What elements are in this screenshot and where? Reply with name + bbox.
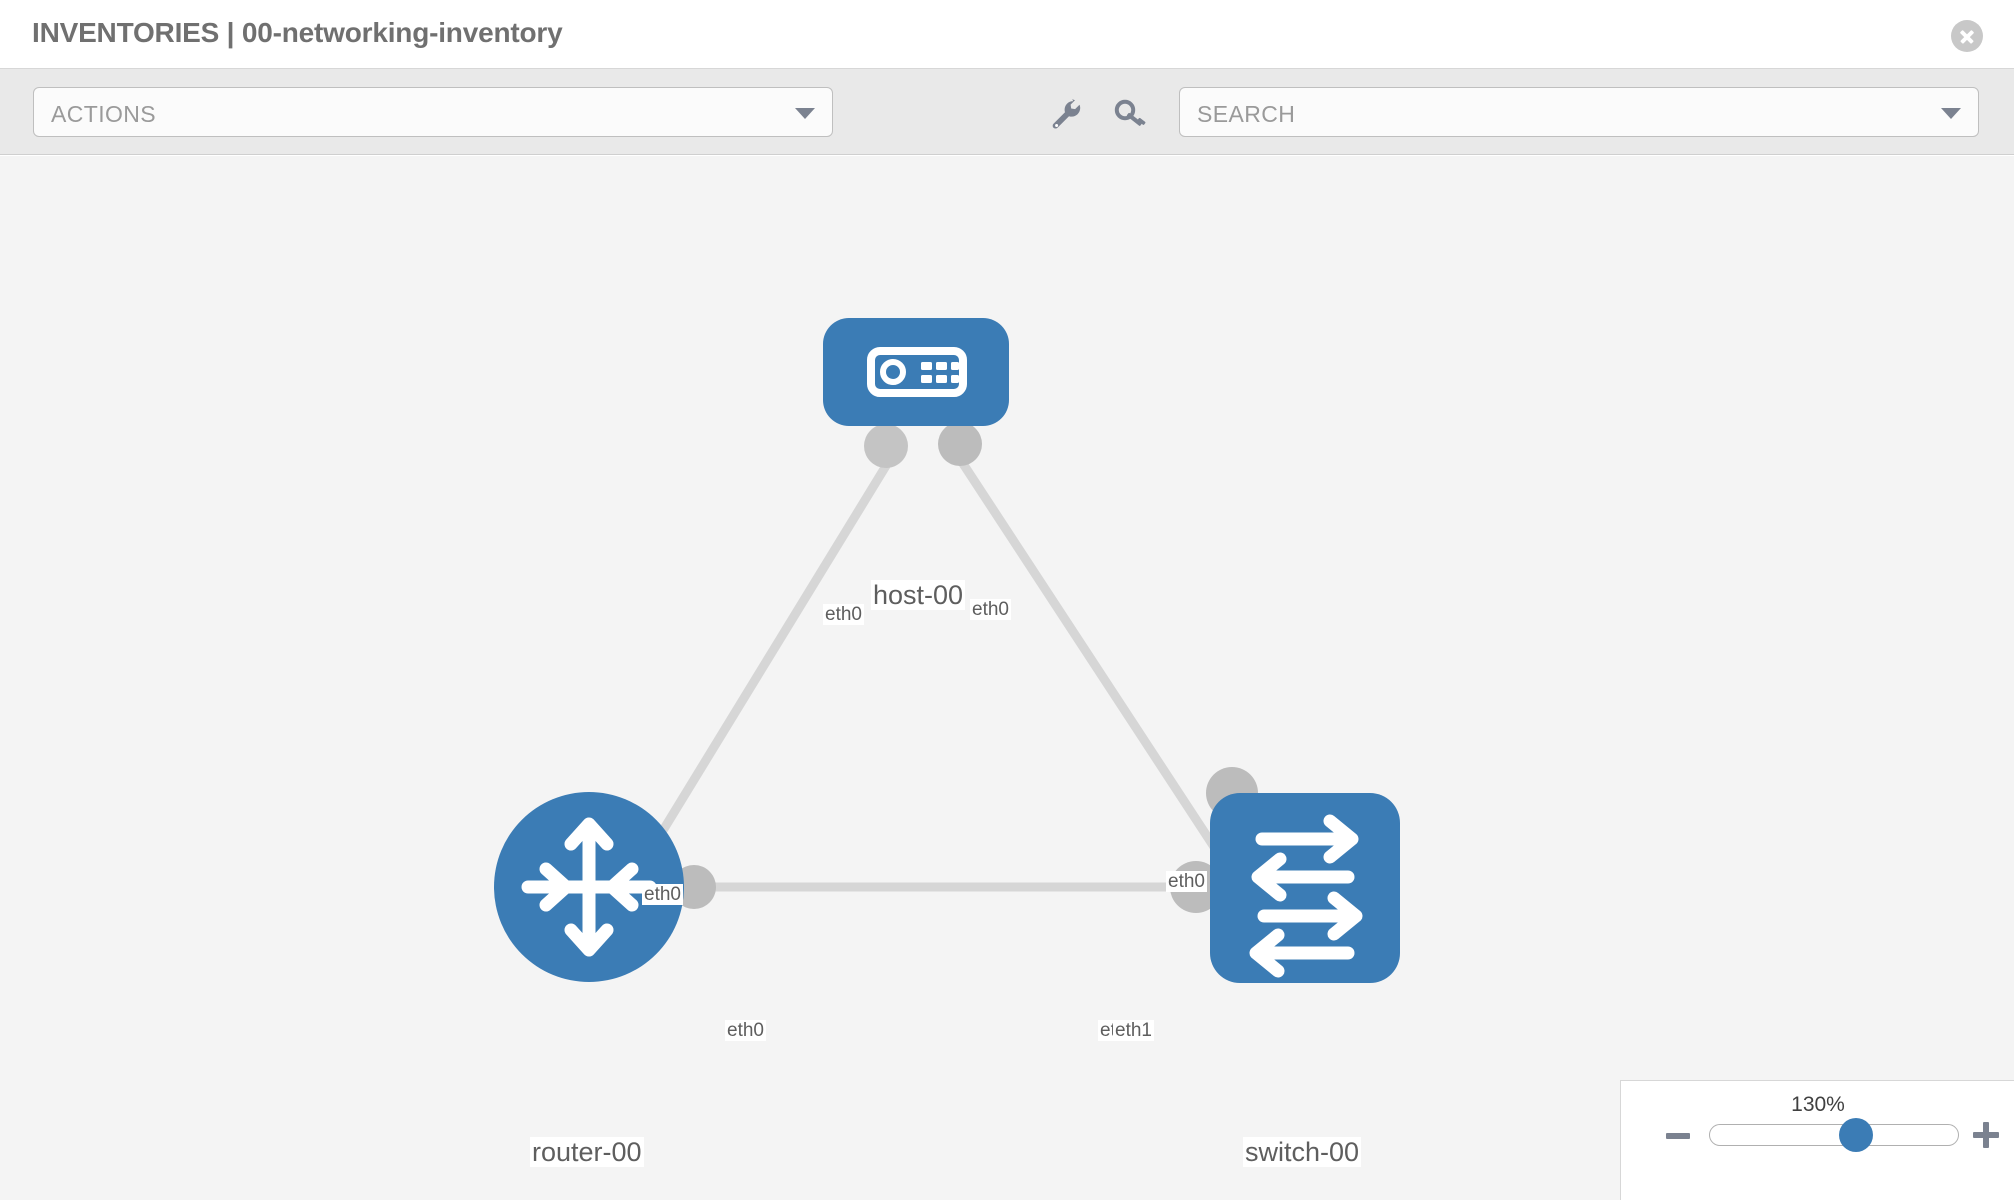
node-label-host-00: host-00 — [871, 580, 966, 611]
key-icon[interactable] — [1114, 97, 1148, 131]
node-label-router-00: router-00 — [530, 1137, 644, 1168]
connector-host00-right[interactable] — [938, 422, 982, 466]
close-icon[interactable] — [1951, 20, 1983, 52]
iface-label-router00-north: eth0 — [642, 884, 683, 906]
search-placeholder: SEARCH — [1197, 101, 1296, 127]
chevron-down-icon — [795, 108, 815, 119]
edge-host00-router00[interactable] — [636, 453, 896, 871]
iface-label-router00-east: eth0 — [725, 1020, 766, 1042]
node-switch-00[interactable] — [1210, 793, 1400, 983]
page-title: INVENTORIES | 00-networking-inventory — [32, 17, 563, 48]
connector-host00-left[interactable] — [864, 424, 908, 468]
wrench-icon[interactable] — [1049, 97, 1083, 131]
actions-dropdown-label: ACTIONS — [51, 101, 157, 127]
node-label-switch-00: switch-00 — [1243, 1137, 1362, 1168]
zoom-in-button[interactable] — [1973, 1122, 1999, 1148]
chevron-down-icon — [1941, 108, 1961, 119]
iface-label-switch00-north: eth0 — [1166, 871, 1207, 893]
actions-dropdown[interactable]: ACTIONS — [33, 87, 833, 137]
iface-label-host00-left: eth0 — [823, 604, 864, 626]
zoom-slider-track[interactable] — [1709, 1124, 1959, 1146]
zoom-slider-thumb[interactable] — [1839, 1118, 1873, 1152]
node-router-00[interactable] — [494, 792, 684, 982]
zoom-panel: 130% — [1620, 1080, 2014, 1200]
zoom-level-label: 130% — [1791, 1093, 1845, 1116]
iface-label-switch00-west: eth1 — [1113, 1020, 1154, 1042]
node-host-00[interactable] — [823, 318, 1009, 426]
plus-icon-vertical — [1983, 1122, 1989, 1148]
topology-canvas[interactable]: host-00 router-00 switch-00 eth0 eth0 et… — [0, 156, 2014, 1200]
topology-graph — [494, 318, 1400, 983]
search-input[interactable]: SEARCH — [1179, 87, 1979, 137]
toolbar: ACTIONS SEARCH — [0, 69, 2014, 155]
graph-edges — [636, 453, 1224, 892]
zoom-out-button[interactable] — [1666, 1133, 1690, 1139]
page-header: INVENTORIES | 00-networking-inventory — [0, 0, 2014, 69]
iface-label-host00-right: eth0 — [970, 599, 1011, 621]
edge-host00-switch00[interactable] — [954, 453, 1224, 859]
